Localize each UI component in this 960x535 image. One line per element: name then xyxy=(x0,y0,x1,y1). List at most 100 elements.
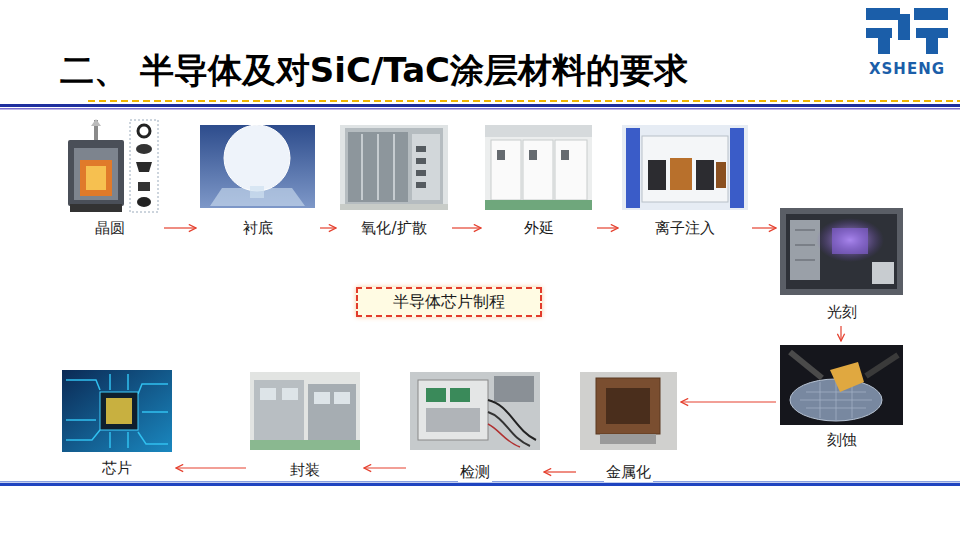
flow-arrow xyxy=(597,227,618,228)
process-step: 芯片 xyxy=(60,368,174,480)
crystal-furnace-image xyxy=(91,119,101,126)
slide-title: 二、 半导体及对SiC/TaC涂层材料的要求 xyxy=(60,50,688,90)
oxidation-furnace-image xyxy=(377,134,379,200)
etching-image xyxy=(790,379,882,421)
inspection-equipment-image xyxy=(488,424,520,447)
flow-arrow xyxy=(840,326,841,341)
inspection-equipment-image xyxy=(488,412,530,446)
lithography-image xyxy=(816,218,884,262)
packaging-line-image xyxy=(260,388,276,400)
step-caption: 检测 xyxy=(458,462,492,482)
metallization-chamber-image xyxy=(606,388,650,424)
oxidation-furnace-image xyxy=(348,132,408,202)
process-step: 外延 xyxy=(483,123,595,240)
lithography-image xyxy=(790,220,820,280)
crystal-furnace-image xyxy=(86,166,106,190)
step-caption: 衬底 xyxy=(241,218,275,238)
ion-implanter-image xyxy=(648,160,666,190)
lithography-image xyxy=(872,262,894,284)
flow-arrow xyxy=(752,227,776,228)
ion-implanter-image xyxy=(670,158,692,190)
packaging-line-image xyxy=(254,380,304,440)
epitaxy-cleanroom-image xyxy=(485,200,592,210)
lithography-image xyxy=(832,228,868,254)
etching-image xyxy=(836,380,837,420)
ion-implanter-image xyxy=(626,128,640,208)
chip-image xyxy=(62,370,172,452)
step-caption: 金属化 xyxy=(604,462,653,482)
chip-image xyxy=(106,398,132,424)
crystal-furnace-image xyxy=(80,160,112,196)
epitaxy-cleanroom-image xyxy=(485,125,592,137)
step-caption: 外延 xyxy=(522,218,556,238)
flow-arrow xyxy=(452,227,481,228)
oxidation-furnace-image xyxy=(361,134,363,200)
step-caption: 芯片 xyxy=(100,458,134,478)
etching-image xyxy=(780,345,903,425)
etching-image xyxy=(780,345,903,425)
metallization-chamber-image xyxy=(580,372,677,450)
etching-image xyxy=(830,362,864,392)
ion-implanter-image xyxy=(622,125,748,210)
oxidation-furnace-image xyxy=(416,182,426,188)
etching-image xyxy=(820,382,821,418)
epitaxy-cleanroom-image xyxy=(485,125,592,210)
packaging-line-image xyxy=(334,392,350,404)
ion-implanter-image xyxy=(696,160,714,190)
process-step: 封装 xyxy=(248,370,362,482)
lithography-image xyxy=(786,214,897,289)
crystal-furnace-image xyxy=(60,118,160,215)
flow-arrow xyxy=(544,471,576,472)
ion-implanter-image xyxy=(730,128,744,208)
oxidation-furnace-image xyxy=(412,134,440,200)
inspection-equipment-image xyxy=(450,388,470,402)
chip-image xyxy=(66,374,168,448)
epitaxy-cleanroom-image xyxy=(561,150,569,160)
flow-arrow xyxy=(164,227,196,228)
lithography-image xyxy=(780,208,903,295)
oxidation-furnace-image xyxy=(340,125,448,210)
ion-implanter-image xyxy=(622,125,748,210)
header-rules xyxy=(0,108,960,110)
packaging-line-image xyxy=(250,372,360,450)
header-rules xyxy=(0,104,960,107)
epitaxy-cleanroom-image xyxy=(491,140,521,200)
process-title: 半导体芯片制程 xyxy=(391,291,507,313)
logo-wordmark: XSHENG xyxy=(869,60,945,78)
flow-arrow xyxy=(320,227,336,228)
inspection-equipment-image xyxy=(494,376,534,402)
oxidation-furnace-image xyxy=(416,170,426,176)
logo-mark xyxy=(866,8,948,54)
step-caption: 氧化/扩散 xyxy=(359,218,428,238)
inspection-equipment-image xyxy=(426,408,480,432)
logo-mark xyxy=(866,8,900,20)
inspection-equipment-image xyxy=(426,388,446,402)
inspection-equipment-image xyxy=(410,372,540,450)
step-caption: 离子注入 xyxy=(653,218,717,238)
process-step: 晶圆 xyxy=(58,116,162,240)
logo-mark xyxy=(914,8,948,20)
ion-implanter-image xyxy=(716,162,726,188)
logo-mark xyxy=(898,14,910,40)
inspection-equipment-image xyxy=(418,380,488,440)
crystal-furnace-image xyxy=(137,197,151,207)
etching-image xyxy=(866,355,898,376)
packaging-line-image xyxy=(282,388,298,400)
packaging-line-image xyxy=(308,384,356,440)
packaging-line-image xyxy=(314,392,330,404)
logo-mark xyxy=(926,38,938,54)
crystal-furnace-image xyxy=(138,182,150,191)
logo-mark xyxy=(916,28,948,38)
step-caption: 晶圆 xyxy=(93,218,127,238)
oxidation-furnace-image xyxy=(416,146,426,152)
process-step: 光刻 xyxy=(778,206,905,324)
oxidation-furnace-image xyxy=(340,125,448,210)
crystal-furnace-image xyxy=(138,125,150,137)
lithography-image xyxy=(795,260,815,261)
metallization-chamber-image xyxy=(596,378,660,434)
header-rules xyxy=(88,100,960,102)
etching-image xyxy=(852,382,853,418)
chip-image xyxy=(62,370,172,452)
packaging-line-image xyxy=(250,440,360,450)
step-caption: 封装 xyxy=(288,460,322,480)
